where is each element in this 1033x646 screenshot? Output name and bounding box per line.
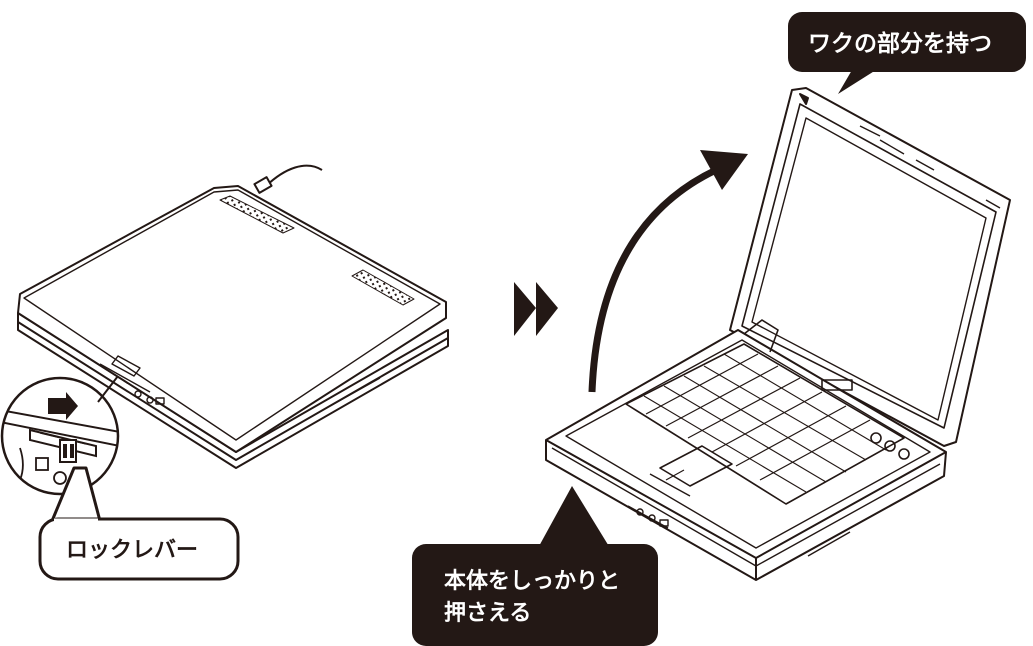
closed-laptop — [17, 164, 449, 469]
open-laptop — [545, 87, 1011, 581]
curved-arrow-icon — [588, 150, 748, 393]
lock-lever-callout — [38, 466, 240, 581]
grip-frame-callout — [788, 12, 1026, 94]
lock-lever-label: ロックレバー — [66, 538, 199, 563]
hold-body-label-line2: 押さえる — [444, 601, 532, 626]
lock-lever-zoom — [0, 375, 120, 496]
hold-body-callout — [412, 486, 658, 646]
right-arrow-icon — [48, 392, 78, 420]
grip-frame-label: ワクの部分を持つ — [808, 31, 992, 57]
double-triangle-right-icon — [514, 282, 558, 336]
hold-body-label-line1: 本体をしっかりと — [444, 569, 621, 594]
